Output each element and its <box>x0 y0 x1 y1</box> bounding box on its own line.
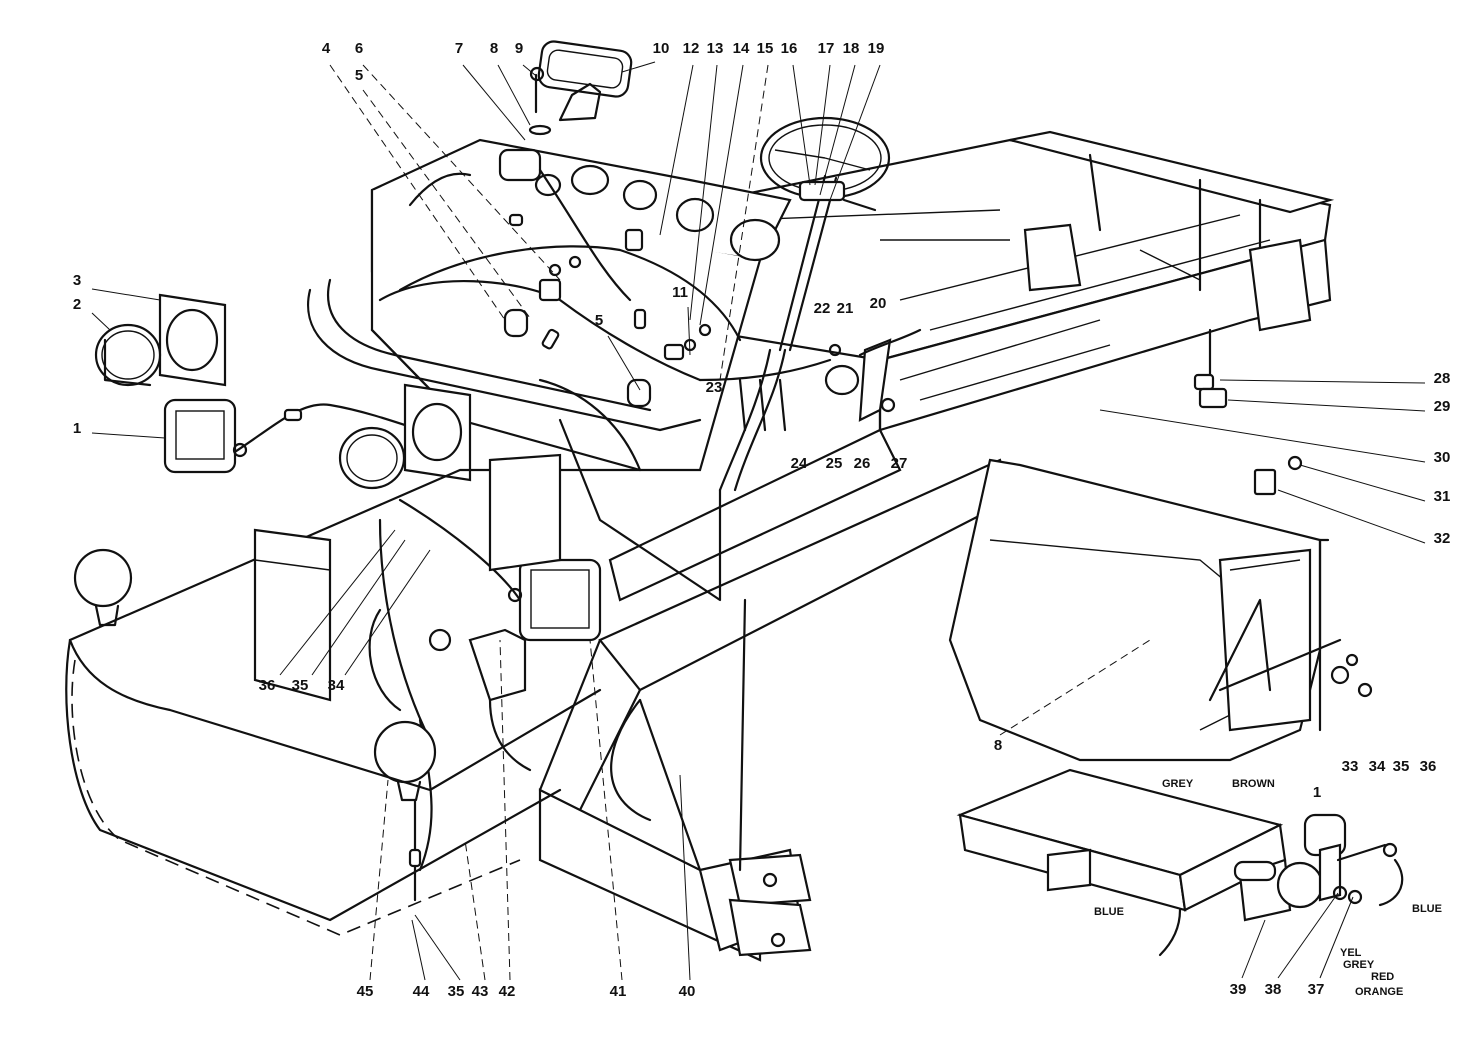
callout-25: 25 <box>826 455 843 472</box>
callout-36: 36 <box>259 677 276 694</box>
callout-31: 31 <box>1434 488 1451 505</box>
callout-8: 8 <box>994 737 1002 754</box>
dimmer-switch <box>824 328 922 422</box>
callout-7: 7 <box>455 40 463 57</box>
callout-5: 5 <box>595 312 603 329</box>
callout-42: 42 <box>499 983 516 1000</box>
callout-12: 12 <box>683 40 700 57</box>
callout-18: 18 <box>843 40 860 57</box>
callout-13: 13 <box>707 40 724 57</box>
wire-label-brown: BROWN <box>1232 778 1275 790</box>
callout-10: 10 <box>653 40 670 57</box>
callout-36: 36 <box>1420 758 1437 775</box>
callout-27: 27 <box>891 455 908 472</box>
callout-17: 17 <box>818 40 835 57</box>
callout-20: 20 <box>870 295 887 312</box>
dash-instruments <box>498 148 781 262</box>
frame-side-rail <box>538 428 1012 962</box>
wire-label-grey: GREY <box>1162 778 1194 790</box>
callout-38: 38 <box>1265 981 1282 998</box>
callout-35: 35 <box>1393 758 1410 775</box>
callout-34: 34 <box>328 677 345 694</box>
callout-2: 2 <box>73 296 81 313</box>
callout-29: 29 <box>1434 398 1451 415</box>
callout-23: 23 <box>706 379 723 396</box>
callout-34: 34 <box>1369 758 1386 775</box>
wire-label-yel: YEL <box>1340 947 1362 959</box>
callout-24: 24 <box>791 455 808 472</box>
headlamp-right <box>338 383 472 490</box>
dash-switches <box>503 228 712 408</box>
callout-9: 9 <box>515 40 523 57</box>
headlamp-left <box>94 293 227 387</box>
callout-22: 22 <box>814 300 831 317</box>
callout-43: 43 <box>472 983 489 1000</box>
wire-label-blue: BLUE <box>1412 903 1442 915</box>
callout-19: 19 <box>868 40 885 57</box>
parking-lamp-left <box>73 548 133 627</box>
wire-label-orange: ORANGE <box>1355 986 1403 998</box>
callout-35: 35 <box>292 677 309 694</box>
tail-lamp-left <box>163 398 248 474</box>
leader-lines <box>91 61 1426 981</box>
callout-11: 11 <box>672 284 688 301</box>
callout-15: 15 <box>757 40 774 57</box>
callout-32: 32 <box>1434 530 1451 547</box>
callout-8: 8 <box>490 40 498 57</box>
callout-6: 6 <box>355 40 363 57</box>
wire-label-red: RED <box>1371 971 1394 983</box>
body-side-panel <box>948 458 1373 762</box>
callout-41: 41 <box>610 983 627 1000</box>
front-body <box>65 453 642 936</box>
callout-1: 1 <box>1313 784 1321 801</box>
callout-45: 45 <box>357 983 374 1000</box>
callout-26: 26 <box>854 455 871 472</box>
callout-33: 33 <box>1342 758 1359 775</box>
callout-14: 14 <box>733 40 750 57</box>
rear-view-mirror <box>528 40 633 136</box>
callout-16: 16 <box>781 40 798 57</box>
rear-frame-inset <box>956 768 1404 957</box>
wiring-harness <box>228 168 832 902</box>
stoplight-switch <box>1193 328 1303 496</box>
callout-40: 40 <box>679 983 696 1000</box>
wire-label-blue: BLUE <box>1094 906 1124 918</box>
steering-assembly <box>759 116 891 352</box>
callout-37: 37 <box>1308 981 1325 998</box>
callout-39: 39 <box>1230 981 1247 998</box>
callout-35: 35 <box>448 983 465 1000</box>
wire-label-grey: GREY <box>1343 959 1375 971</box>
callout-4: 4 <box>322 40 331 57</box>
callout-1: 1 <box>73 420 81 437</box>
callout-3: 3 <box>73 272 81 289</box>
callout-44: 44 <box>413 983 430 1000</box>
callout-21: 21 <box>837 300 854 317</box>
front-tail-lamp-right <box>507 558 602 642</box>
callout-30: 30 <box>1434 449 1451 466</box>
callout-5: 5 <box>355 67 363 84</box>
callout-28: 28 <box>1434 370 1451 387</box>
